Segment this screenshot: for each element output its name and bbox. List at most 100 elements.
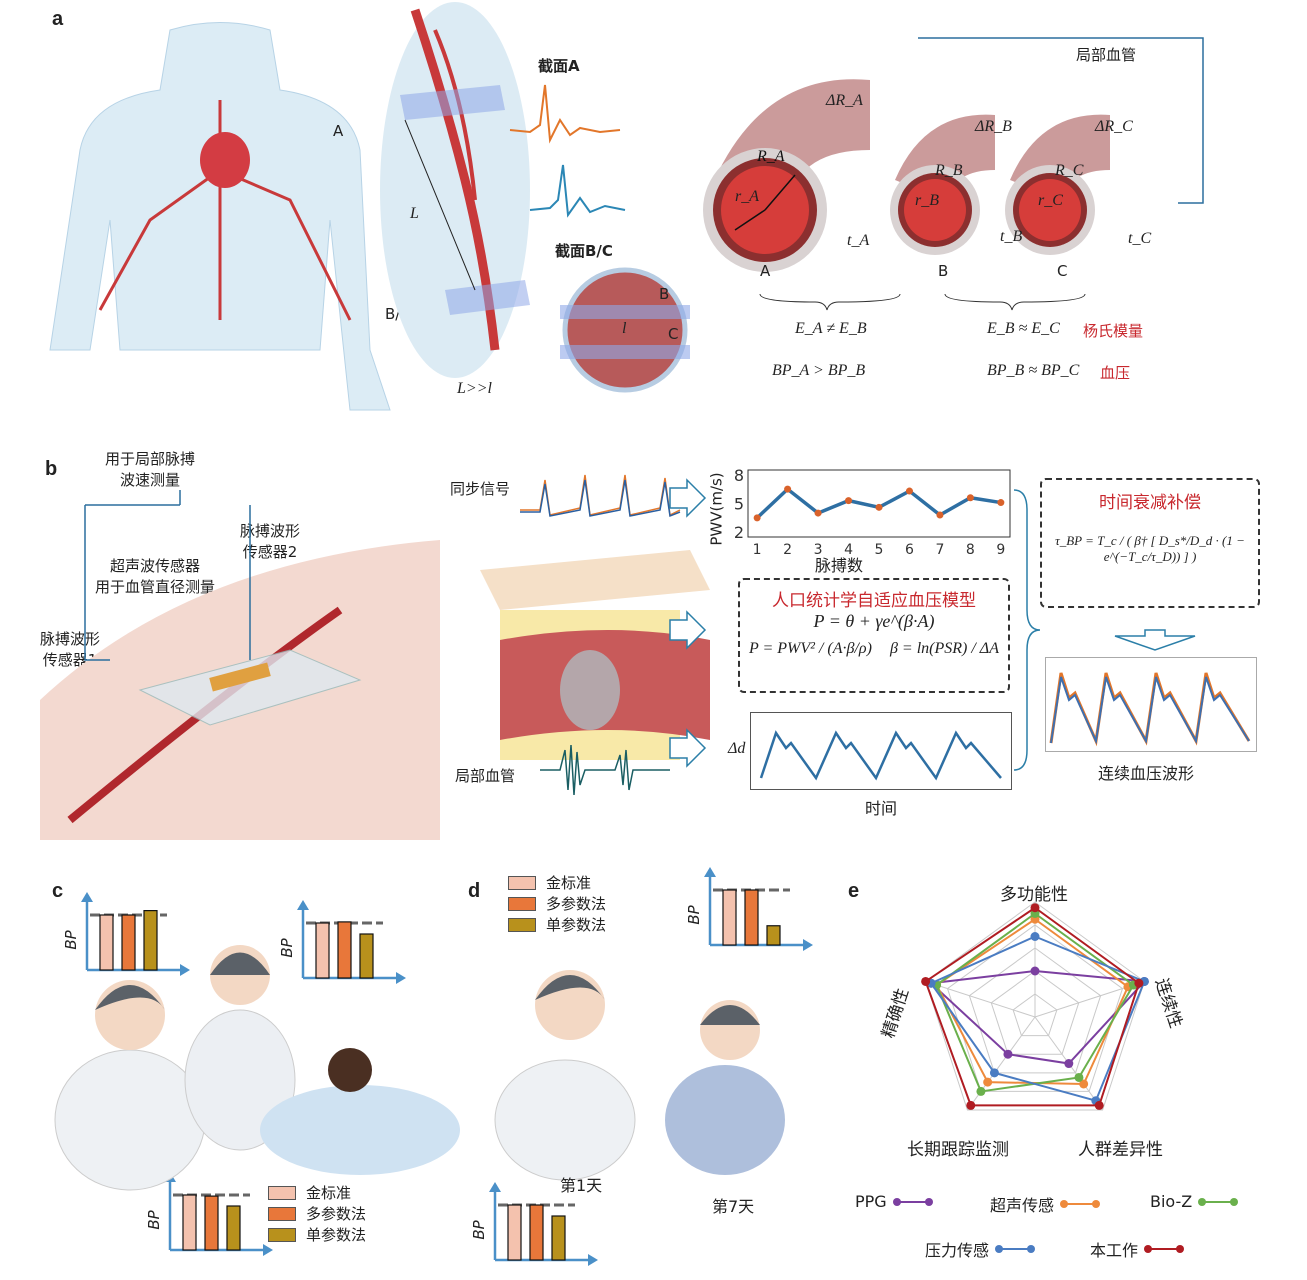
- radar-point: [1030, 966, 1040, 976]
- diameter-change-plot: [750, 712, 1012, 790]
- vessel-c-r: r_C: [1038, 192, 1063, 209]
- vessel-C: [1005, 114, 1110, 255]
- ultrasound-sensor-label: 超声波传感器 用于血管直径测量: [95, 557, 216, 596]
- vessel-b-label: B: [938, 262, 949, 280]
- youngs-modulus-label: 杨氏模量: [1083, 322, 1144, 340]
- bp-model-title: 人口统计学自适应血压模型: [772, 591, 976, 611]
- radar-legend-item: 压力传感: [925, 1237, 1036, 1261]
- radar-point: [983, 1077, 993, 1087]
- legend-swatch-single: [508, 917, 536, 932]
- bar-multi-parameter: [337, 921, 352, 979]
- pwv-xlabel: 脉搏数: [815, 556, 864, 575]
- circle-c-label: C: [668, 325, 679, 343]
- radar-point: [1094, 1100, 1104, 1110]
- bp-bar-chart-c-top-right: BP: [278, 900, 406, 984]
- bar-gold-standard: [507, 1204, 522, 1261]
- bar-gold-standard: [722, 889, 737, 946]
- legend-label: 多参数法: [306, 1205, 367, 1223]
- length-L-label: L: [410, 205, 419, 222]
- legend-label: 金标准: [546, 874, 592, 892]
- x-tick-label: 1: [753, 542, 762, 558]
- length-l-label: l: [622, 320, 627, 337]
- y-axis-arrow-icon: [489, 1182, 501, 1192]
- bp-model-beta-equation: β = ln(PSR) / ΔA: [889, 640, 999, 657]
- vessel-A: [703, 79, 870, 272]
- continuous-bp-label: 连续血压波形: [1098, 764, 1195, 783]
- arrows-to-outputs: [669, 478, 707, 768]
- radar-axis-label: 多功能性: [1000, 885, 1068, 905]
- radar-point: [976, 1086, 986, 1096]
- pwv-data-point: [997, 499, 1005, 507]
- vessel-c-R: R_C: [1055, 162, 1084, 179]
- radar-legend-item: PPG: [855, 1192, 933, 1211]
- bar-gold-standard: [99, 914, 114, 971]
- pwv-data-point: [905, 487, 913, 495]
- legend-label: 多参数法: [546, 895, 607, 913]
- legend-swatch-multi: [268, 1206, 296, 1221]
- vessel-a-dR: ΔR_A: [826, 92, 863, 109]
- panel-b-letter: b: [45, 458, 58, 480]
- vessel-b-R: R_B: [935, 162, 963, 179]
- radar-legend-label: Bio-Z: [1150, 1192, 1193, 1211]
- bar-gold-standard: [182, 1194, 197, 1251]
- people-day-comparison-illustration: [494, 970, 785, 1181]
- legend-swatch-gold: [508, 875, 536, 890]
- bp-axis-label: BP: [145, 1209, 163, 1229]
- y-tick-label: 2: [734, 523, 744, 542]
- bar-single-parameter: [359, 933, 374, 979]
- pwv-data-point: [875, 503, 883, 511]
- dd-xlabel: 时间: [865, 799, 898, 818]
- sensor2-label: 脉搏波形 传感器2: [240, 522, 301, 561]
- bp-bar-chart-d-bottom: BP: [470, 1182, 598, 1266]
- vessel-a-r: r_A: [735, 188, 759, 205]
- radar-point: [921, 976, 931, 986]
- radar-legend-item: 本工作: [1090, 1237, 1185, 1261]
- time-decay-equation: τ_BP = T_c / ( β† [ D_s*/D_d · (1 − e^(−…: [1055, 533, 1245, 564]
- bar-multi-parameter: [204, 1195, 219, 1251]
- y-axis-arrow-icon: [297, 900, 309, 910]
- radar-grid-ring: [990, 970, 1080, 1055]
- bar-single-parameter: [226, 1205, 241, 1251]
- radar-legend-marker-icon: [1060, 1200, 1101, 1208]
- bp-model-main-equation: P = θ + γe^(β·A): [813, 611, 935, 631]
- vessel-c-label: C: [1057, 262, 1068, 280]
- plot-frame: [747, 469, 1011, 538]
- vessel-b-dR: ΔR_B: [975, 118, 1012, 135]
- pwv-data-point: [936, 511, 944, 519]
- radar-spoke: [925, 980, 1036, 1018]
- x-axis-arrow-icon: [396, 972, 406, 984]
- bp-axis-label: BP: [685, 904, 703, 924]
- vessel-b-r: r_B: [915, 192, 939, 209]
- circle-b-label: B: [659, 285, 670, 303]
- diameter-change-trace: [759, 730, 1002, 781]
- x-axis-arrow-icon: [263, 1244, 273, 1256]
- radar-legend-marker-icon: [1198, 1197, 1239, 1206]
- vessel-B: [890, 114, 995, 255]
- day1-label: 第1天: [560, 1176, 603, 1195]
- time-decay-title: 时间衰减补偿: [1099, 493, 1201, 513]
- vessel-c-dR: ΔR_C: [1095, 118, 1133, 135]
- radar-legend-item: 超声传感: [990, 1192, 1101, 1216]
- continuous-bp-trace: [1049, 672, 1251, 747]
- legend-swatch-multi: [508, 896, 536, 911]
- x-tick-label: 7: [935, 542, 944, 558]
- radar-series-本工作: [924, 906, 1141, 1107]
- pwv-data-point: [845, 497, 853, 505]
- bp-axis-label: BP: [470, 1219, 488, 1239]
- radar-grid-ring: [968, 947, 1102, 1074]
- x-tick-label: 3: [814, 542, 823, 558]
- radar-point: [1030, 932, 1040, 941]
- bp-bar-chart-d-top: BP: [685, 867, 813, 951]
- radar-point: [1030, 903, 1040, 913]
- sync-signal-label: 同步信号: [450, 480, 511, 498]
- pwv-data-point: [753, 514, 761, 522]
- panel-a-letter: a: [52, 8, 64, 30]
- comparison-braces: [759, 293, 1086, 311]
- legend-label: 单参数法: [306, 1226, 367, 1244]
- radar-legend-label: 超声传感: [990, 1196, 1055, 1215]
- pwv-data-point: [784, 485, 792, 493]
- x-tick-label: 2: [783, 542, 792, 558]
- panel-d-letter: d: [468, 880, 481, 902]
- pwv-data-point: [814, 509, 822, 517]
